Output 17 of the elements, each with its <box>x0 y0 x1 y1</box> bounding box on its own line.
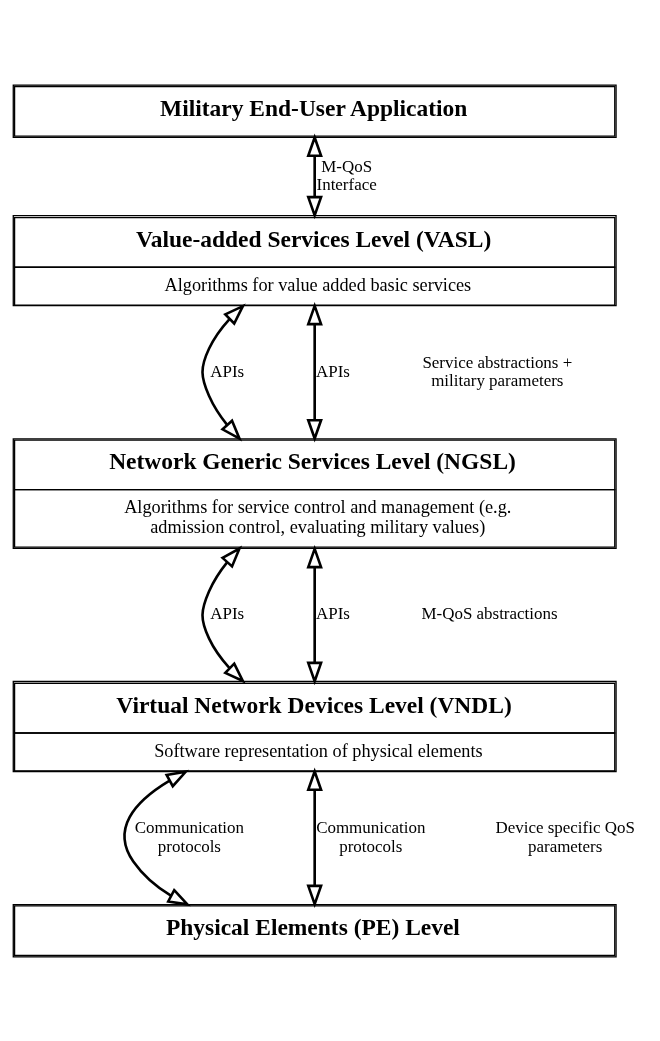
edge-label: Communication protocols <box>134 817 245 856</box>
edge-label: Communication protocols <box>316 817 426 856</box>
arrow <box>306 301 323 442</box>
edge-label: APIs <box>210 361 245 381</box>
edge-label: M-QoS Interface <box>316 156 377 194</box>
arrow <box>306 544 323 685</box>
arrow <box>201 302 246 442</box>
arrow <box>306 133 323 219</box>
edge-label: APIs <box>210 603 245 623</box>
arrow <box>201 545 246 684</box>
label: Service abstractions + military parameters <box>422 352 573 390</box>
arrow <box>306 767 323 908</box>
arrow <box>123 769 191 906</box>
edge-label: APIs <box>315 603 350 623</box>
label: M-QoS abstractions <box>421 603 558 623</box>
edge-label: APIs <box>315 361 350 381</box>
label: Device specific QoS parameters <box>495 817 635 856</box>
